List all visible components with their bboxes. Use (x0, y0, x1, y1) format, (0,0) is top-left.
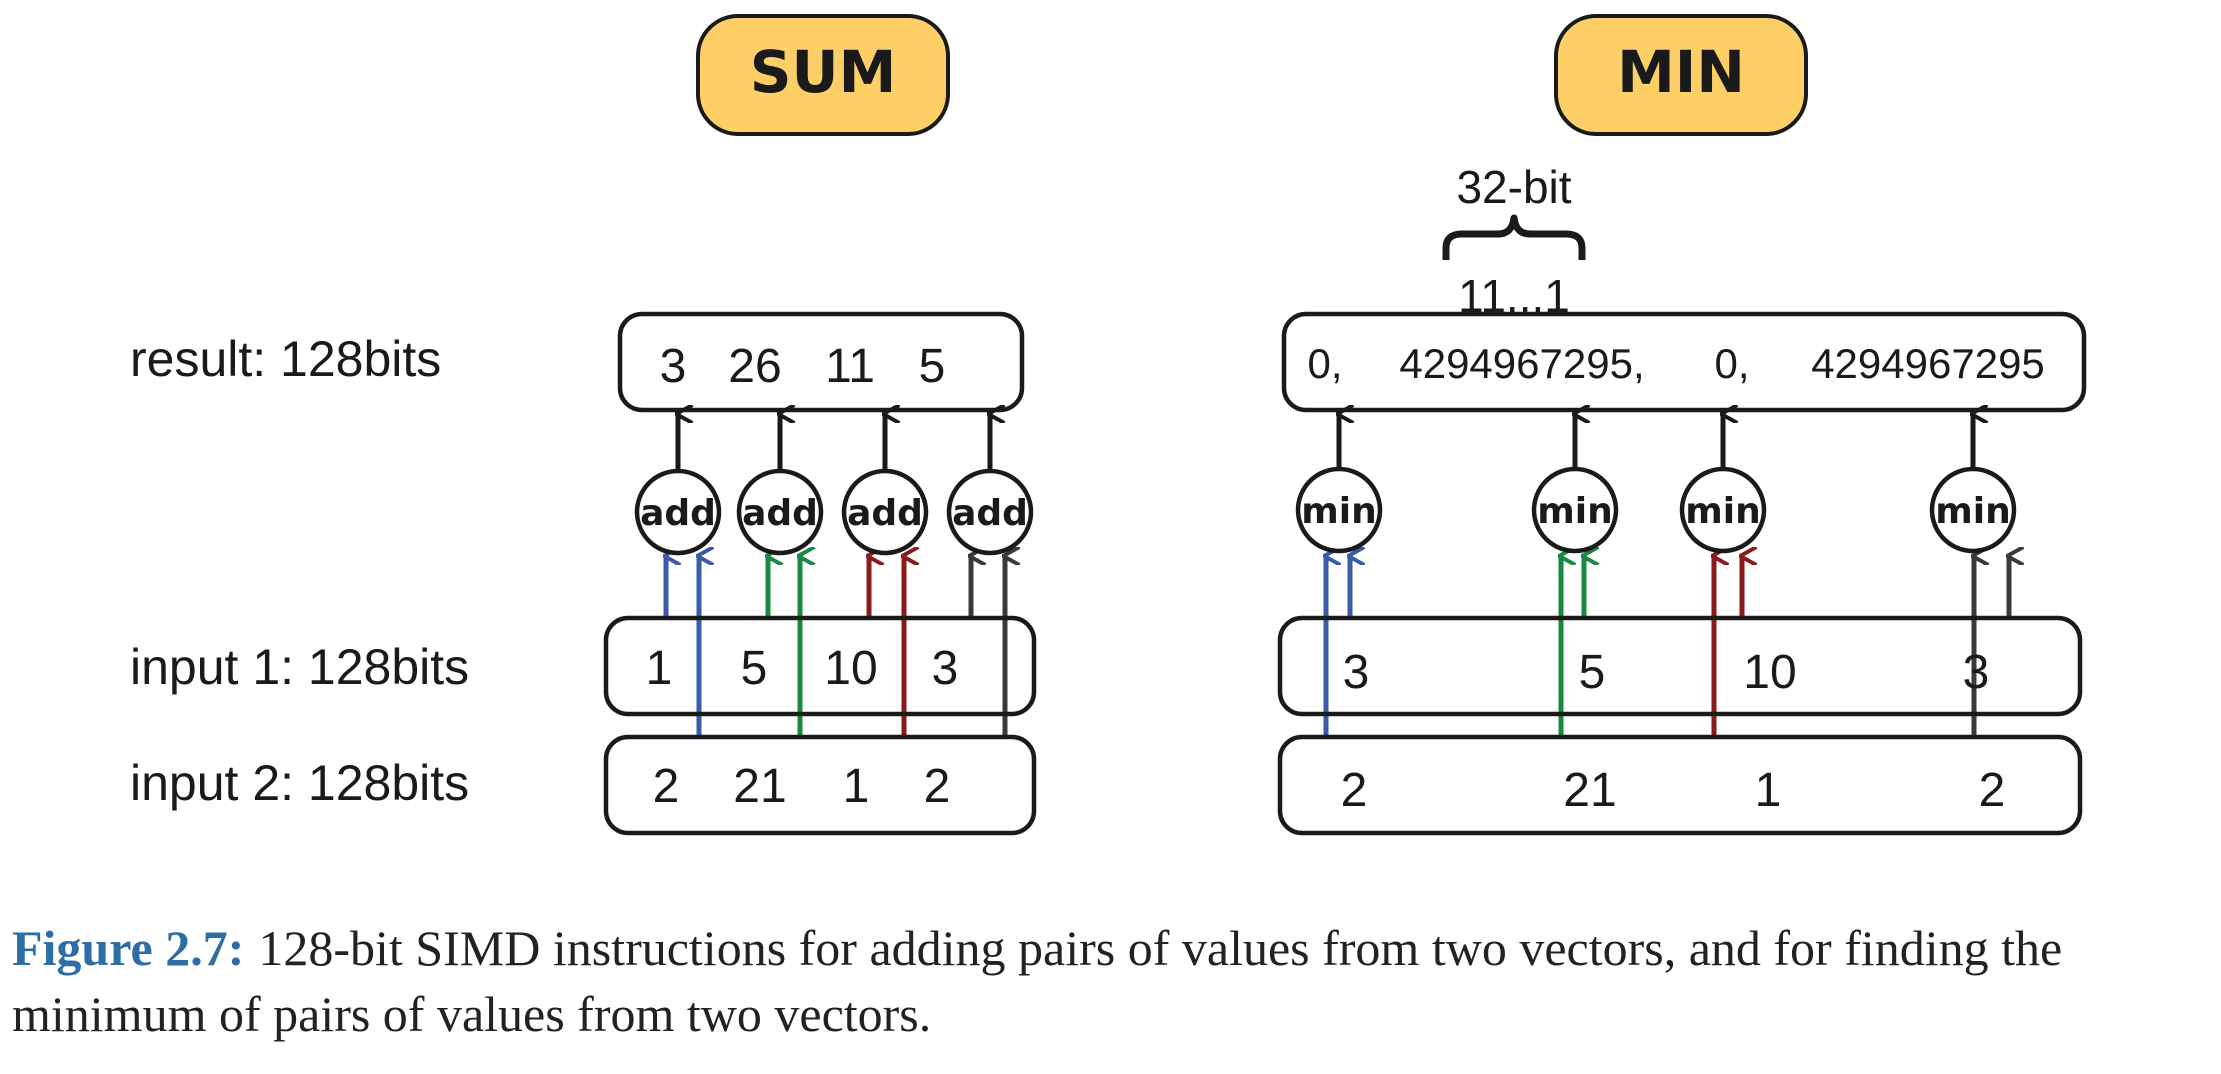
min-input2-value: 21 (1563, 764, 1616, 817)
sum-input2-value: 2 (653, 760, 680, 813)
sum-input2-value: 2 (924, 760, 951, 813)
lane-brace (1442, 214, 1586, 260)
svg-text:add: add (952, 493, 1028, 534)
min-title-box: MIN (1554, 14, 1808, 136)
min-node: min (1679, 466, 1767, 554)
min-input2-value: 2 (1341, 764, 1368, 817)
svg-text:add: add (847, 493, 923, 534)
min-input1-value: 10 (1743, 646, 1796, 699)
sum-input1-value: 5 (741, 642, 768, 695)
add-node: add (841, 468, 929, 556)
min-node: min (1295, 466, 1383, 554)
arrows-layer (666, 414, 2009, 737)
min-input1-value: 5 (1579, 646, 1606, 699)
sum-input2-value: 21 (733, 760, 786, 813)
min-title: MIN (1617, 38, 1745, 106)
sum-title: SUM (750, 38, 897, 106)
figure-caption: Figure 2.7:128-bit SIMD instructions for… (12, 915, 2212, 1047)
input2-row-label: input 2: 128bits (130, 755, 469, 811)
sum-result-value: 3 (660, 340, 687, 393)
sum-result-value: 5 (919, 340, 946, 393)
svg-text:min: min (1301, 491, 1376, 532)
add-node: add (946, 468, 1034, 556)
svg-text:add: add (742, 493, 818, 534)
min-node: min (1531, 466, 1619, 554)
sum-input2-value: 1 (843, 760, 870, 813)
sum-result-register (617, 311, 1025, 413)
caption-label: Figure 2.7: (12, 920, 245, 976)
svg-text:add: add (640, 493, 716, 534)
result-row-label: result: 128bits (130, 331, 441, 387)
svg-text:min: min (1935, 491, 2010, 532)
min-input1-register (1277, 615, 2083, 717)
min-input2-register (1277, 734, 2083, 836)
min-result-value: 0, (1307, 340, 1342, 387)
register-boxes: 3 1 2 26 5 21 11 10 1 5 3 2 3 2 5 21 10 1 3 2 0, 4294967295, 0… (603, 311, 2087, 836)
svg-text:min: min (1537, 491, 1612, 532)
sum-result-value: 11 (825, 340, 875, 393)
min-input2-value: 1 (1755, 764, 1782, 817)
lane-width-label: 32-bit (1456, 161, 1571, 213)
sum-input2-register (603, 734, 1037, 836)
sum-input1-register (603, 615, 1037, 717)
min-result-value: 4294967295 (1811, 340, 2045, 387)
min-result-value: 0, (1714, 340, 1749, 387)
caption-text: 128-bit SIMD instructions for adding pai… (12, 920, 2063, 1042)
min-node: min (1929, 466, 2017, 554)
min-result-value: 4294967295, (1399, 340, 1644, 387)
sum-input1-value: 10 (824, 642, 877, 695)
add-node: add (736, 468, 824, 556)
min-input2-value: 2 (1979, 764, 2006, 817)
min-input1-value: 3 (1343, 646, 1370, 699)
input1-row-label: input 1: 128bits (130, 639, 469, 695)
sum-input1-value: 1 (646, 642, 673, 695)
svg-text:min: min (1685, 491, 1760, 532)
sum-result-value: 26 (728, 340, 781, 393)
min-result-register (1281, 311, 2087, 413)
add-node: add (634, 468, 722, 556)
min-input1-value: 3 (1963, 646, 1990, 699)
sum-input1-value: 3 (932, 642, 959, 695)
simd-diagram: SUM MIN result: 128bits input 1: 128bits… (130, 14, 2087, 836)
sum-title-box: SUM (696, 14, 950, 136)
